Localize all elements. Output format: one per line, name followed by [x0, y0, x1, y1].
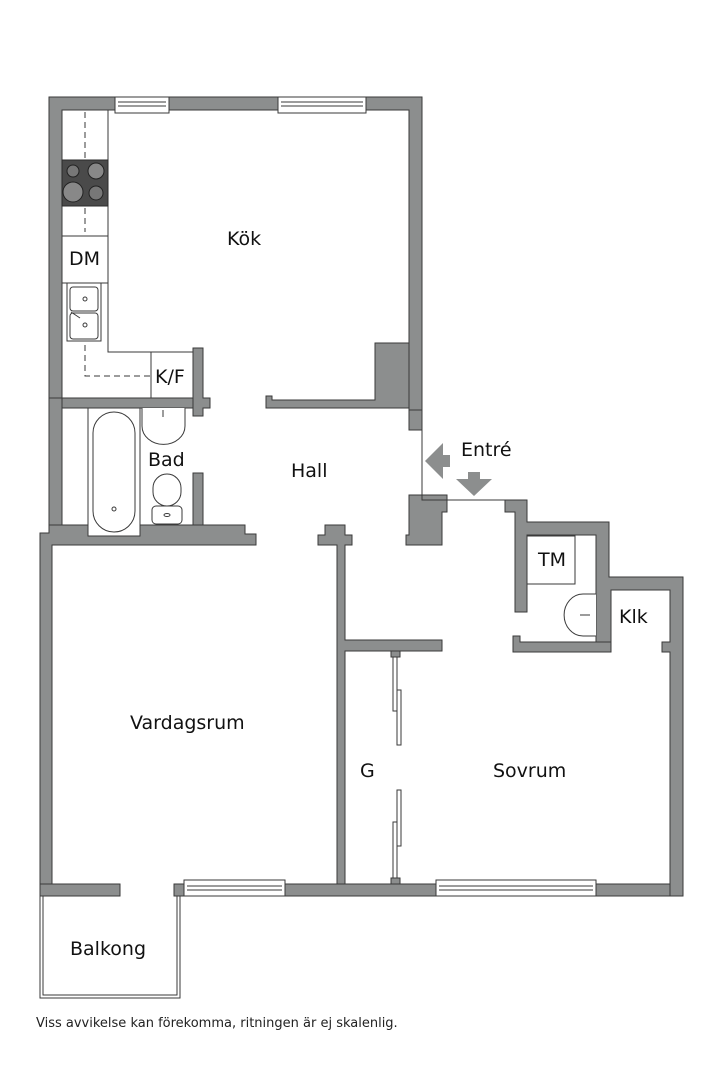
- toilet-seat: [152, 473, 182, 507]
- window-kitchen-1: [114, 96, 170, 114]
- room-label-dm: DM: [69, 248, 101, 270]
- room-label-hall: Hall: [291, 460, 328, 482]
- wall-kitchen-corner: [265, 342, 423, 431]
- room-label-kf: K/F: [155, 366, 185, 388]
- window-vardagsrum: [183, 879, 286, 897]
- window-kitchen-2: [277, 96, 367, 114]
- balcony: [39, 896, 181, 999]
- washbasin-icon: [141, 408, 186, 445]
- laundry-fixtures: [526, 535, 597, 642]
- wall-wardrobe-bottom: [390, 877, 401, 885]
- wall-entry-right: [504, 499, 684, 897]
- room-label-tm: TM: [538, 549, 566, 571]
- wall-tm-bottom: [512, 635, 612, 653]
- room-label-g: G: [360, 760, 375, 782]
- wall-left-mid: [48, 397, 63, 531]
- window-sovrum: [435, 879, 597, 897]
- wall-entry-left: [405, 494, 448, 546]
- kitchen-sink-icon: [66, 282, 102, 342]
- entry-outline: [421, 430, 505, 501]
- wall-bath-right: [192, 472, 204, 526]
- disclaimer-text: Viss avvikelse kan förekomma, ritningen …: [36, 1016, 398, 1031]
- windows: [114, 96, 597, 897]
- wardrobe-doors: [392, 656, 402, 879]
- stovetop-icon: [61, 159, 109, 207]
- bathtub-icon: [92, 411, 136, 533]
- wall-bottom-mid2: [284, 883, 437, 897]
- entrance-arrows-icon: [425, 443, 492, 496]
- wall-kf-stub: [192, 347, 211, 417]
- washing-machine-box: [526, 535, 576, 585]
- bathroom-fixtures: [87, 407, 193, 537]
- room-label-balkong: Balkong: [70, 938, 147, 960]
- wall-bottom-left: [39, 883, 121, 897]
- wall-vardagsrum-right: [317, 524, 443, 885]
- room-label-klk: Klk: [619, 606, 648, 628]
- arrow-down-icon: [456, 472, 492, 496]
- room-label-entre: Entré: [461, 439, 512, 461]
- wall-wardrobe-top: [390, 650, 401, 658]
- arrow-left-icon: [425, 443, 450, 479]
- room-label-sovrum: Sovrum: [493, 760, 567, 782]
- room-label-vardagsrum: Vardagsrum: [130, 712, 245, 734]
- room-label-bad: Bad: [148, 449, 185, 471]
- wall-bath-bottom: [39, 524, 257, 885]
- wall-kitchen-bath: [61, 397, 201, 409]
- wall-kitchen-top: [48, 96, 423, 411]
- room-label-kok: Kök: [227, 228, 262, 250]
